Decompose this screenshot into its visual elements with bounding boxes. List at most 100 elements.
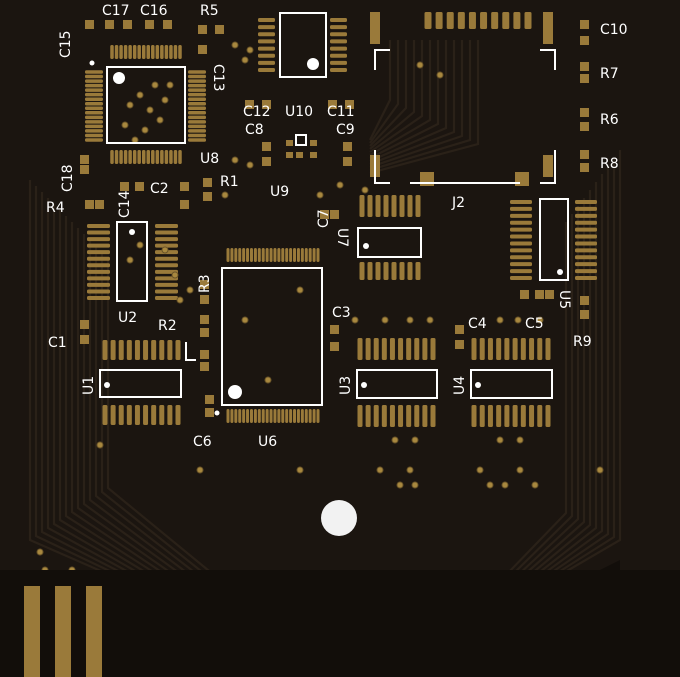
label-c11: C11	[327, 104, 355, 120]
smd-pad	[188, 115, 206, 120]
via	[126, 256, 134, 264]
smd-pad	[126, 405, 132, 425]
edge-finger	[86, 586, 102, 677]
smd-pad	[510, 220, 532, 225]
smd-pad	[134, 405, 140, 425]
smd-pad	[242, 248, 246, 262]
via	[411, 481, 419, 489]
smd-pad	[422, 338, 428, 360]
smd-pad	[330, 39, 347, 44]
edge-connector-outline	[0, 560, 680, 677]
smd-pad	[128, 45, 132, 59]
smd-pad	[513, 12, 521, 29]
passive-pad	[330, 342, 339, 351]
smd-pad	[151, 340, 157, 360]
label-u4: U4	[452, 376, 468, 395]
smd-pad	[545, 338, 551, 360]
smd-pad	[141, 45, 146, 59]
via	[121, 121, 129, 129]
smd-pad	[146, 150, 151, 164]
smd-pad	[510, 227, 532, 232]
trace	[547, 166, 610, 576]
smd-pad	[375, 262, 381, 280]
passive-pad	[580, 150, 589, 159]
passive-pad	[200, 295, 209, 304]
label-r1: R1	[220, 174, 239, 190]
smd-pad	[510, 200, 532, 204]
passive-pad	[145, 20, 154, 29]
smd-pad	[87, 237, 110, 242]
smd-pad	[169, 45, 173, 59]
via	[171, 271, 179, 279]
smd-pad	[110, 340, 116, 360]
passive-pad	[520, 290, 529, 299]
label-r5: R5	[200, 3, 219, 19]
smd-pad	[234, 409, 238, 423]
smd-pad	[383, 195, 389, 217]
via	[96, 441, 104, 449]
smd-pad	[119, 150, 123, 164]
smd-pad	[504, 338, 510, 360]
via	[406, 316, 414, 324]
smd-pad	[178, 150, 182, 164]
smd-pad	[188, 74, 206, 79]
smd-pad	[281, 409, 285, 423]
passive-pad	[580, 74, 589, 83]
trace	[34, 186, 119, 576]
smd-pad	[457, 12, 465, 29]
passive-pad	[330, 210, 339, 219]
smd-pad	[575, 213, 597, 218]
smd-pad	[151, 150, 155, 164]
smd-pad	[258, 60, 275, 65]
smd-pad	[430, 405, 436, 427]
smd-pad	[277, 248, 281, 262]
via	[161, 96, 169, 104]
smd-pad	[367, 195, 373, 217]
smd-pad	[502, 12, 510, 29]
trace	[369, 40, 448, 163]
smd-pad	[155, 230, 178, 235]
smd-pad	[330, 18, 347, 22]
u10-outline	[279, 12, 327, 78]
smd-pad	[132, 45, 137, 59]
smd-pad	[87, 230, 110, 235]
passive-pad	[203, 178, 212, 187]
smd-pad	[261, 248, 265, 262]
label-c5: C5	[525, 316, 544, 332]
via	[536, 316, 544, 324]
smd-pad	[160, 45, 164, 59]
smd-pad	[381, 405, 387, 427]
smd-pad	[446, 12, 454, 29]
silkscreen	[89, 12, 569, 416]
smd-pad	[330, 60, 347, 65]
smd-pad	[258, 53, 275, 58]
trace	[369, 40, 464, 169]
trace	[369, 40, 456, 166]
smd-pad	[85, 97, 103, 101]
passive-pad	[123, 20, 132, 29]
smd-pad	[381, 338, 387, 360]
passive-pad	[200, 350, 209, 359]
label-u6: U6	[258, 434, 277, 450]
u6-pin1-marker	[228, 385, 242, 399]
via	[296, 466, 304, 474]
smd-pad	[312, 409, 316, 423]
smd-pad	[316, 409, 320, 423]
smd-pad	[246, 409, 250, 423]
smd-pad	[399, 195, 405, 217]
smd-pad	[155, 237, 178, 242]
u2-pin1-marker	[129, 229, 135, 235]
smd-pad	[520, 405, 526, 427]
passive-pad	[343, 157, 352, 166]
smd-pad	[357, 405, 363, 427]
smd-pad	[132, 150, 137, 164]
smd-pad	[143, 340, 149, 360]
trace	[369, 40, 480, 175]
label-c10: C10	[600, 22, 628, 38]
passive-pad	[135, 182, 144, 191]
smd-pad	[123, 150, 128, 164]
smd-pad	[487, 405, 493, 427]
trace	[76, 228, 175, 576]
u10-pin1-marker	[307, 58, 319, 70]
